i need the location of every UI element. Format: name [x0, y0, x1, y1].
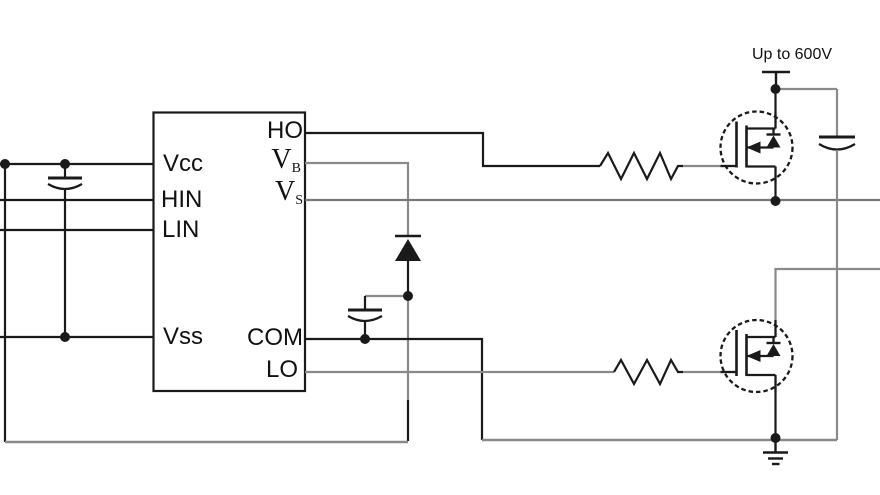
- com-wire: [305, 337, 484, 440]
- high-side-gate-resistor-icon: [599, 150, 683, 182]
- cap-curved-plate: [347, 315, 383, 323]
- pin-label-vcc: Vcc: [163, 150, 204, 177]
- body-diode-triangle: [766, 135, 781, 148]
- pin-label-vs-sub: S: [295, 193, 303, 208]
- pin-label-com: COM: [247, 324, 303, 351]
- junction-dot: [0, 159, 10, 169]
- junction-dots: [0, 84, 781, 443]
- mosfet-circle: [719, 318, 794, 394]
- diode-triangle: [395, 239, 421, 261]
- input-wires: [0, 162, 153, 442]
- high-side-mosfet-icon: [719, 110, 794, 185]
- ic-body: [152, 111, 307, 393]
- pin-label-lo: LO: [265, 356, 298, 383]
- bootstrap-capacitor-icon: [347, 296, 383, 339]
- pin-label-vb: VB: [271, 146, 301, 176]
- junction-dot: [60, 159, 70, 169]
- cap-curved-plate: [818, 143, 856, 151]
- bootstrap-diode-icon: [395, 234, 421, 296]
- vb-wire: [305, 161, 410, 236]
- junction-dot: [360, 334, 370, 344]
- junction-dot: [770, 84, 781, 94]
- junction-dot: [60, 332, 70, 342]
- pin-label-vb-sub: B: [291, 161, 301, 176]
- pin-label-hin: HIN: [161, 186, 203, 213]
- mosfet-body-arrow: [746, 141, 761, 154]
- junction-dot: [770, 433, 781, 443]
- supply-voltage-label: Up to 600V: [751, 46, 833, 63]
- pin-label-ho: HO: [267, 117, 303, 144]
- low-side-gate-resistor-icon: [613, 357, 683, 387]
- mosfet-drain-stub: [746, 320, 777, 339]
- cap-curved-plate: [47, 183, 83, 191]
- pin-label-lin: LIN: [162, 216, 200, 243]
- pin-label-vb-main: V: [271, 144, 292, 175]
- mosfet-body-arrow: [746, 350, 761, 362]
- decoupling-capacitor-icon: [47, 164, 83, 337]
- pin-label-vs: VS: [275, 178, 303, 208]
- ho-wire: [305, 131, 600, 168]
- low-side-mosfet-icon: [719, 318, 794, 394]
- body-diode-triangle: [766, 344, 781, 356]
- bus-capacitor-icon: [818, 135, 856, 440]
- mosfet-drain-stub: [746, 111, 777, 130]
- pin-label-vs-main: V: [274, 176, 296, 207]
- mosfet-source-stub: [746, 373, 777, 392]
- junction-dot: [403, 291, 413, 301]
- pin-label-vss: Vss: [163, 323, 204, 350]
- mosfet-circle: [719, 110, 794, 185]
- mosfet-source-stub: [746, 165, 777, 184]
- ground-icon: [763, 438, 788, 466]
- junction-dot: [770, 196, 781, 206]
- low-side-drain-wire: [774, 267, 880, 320]
- bus-cap-top-link: [776, 87, 839, 136]
